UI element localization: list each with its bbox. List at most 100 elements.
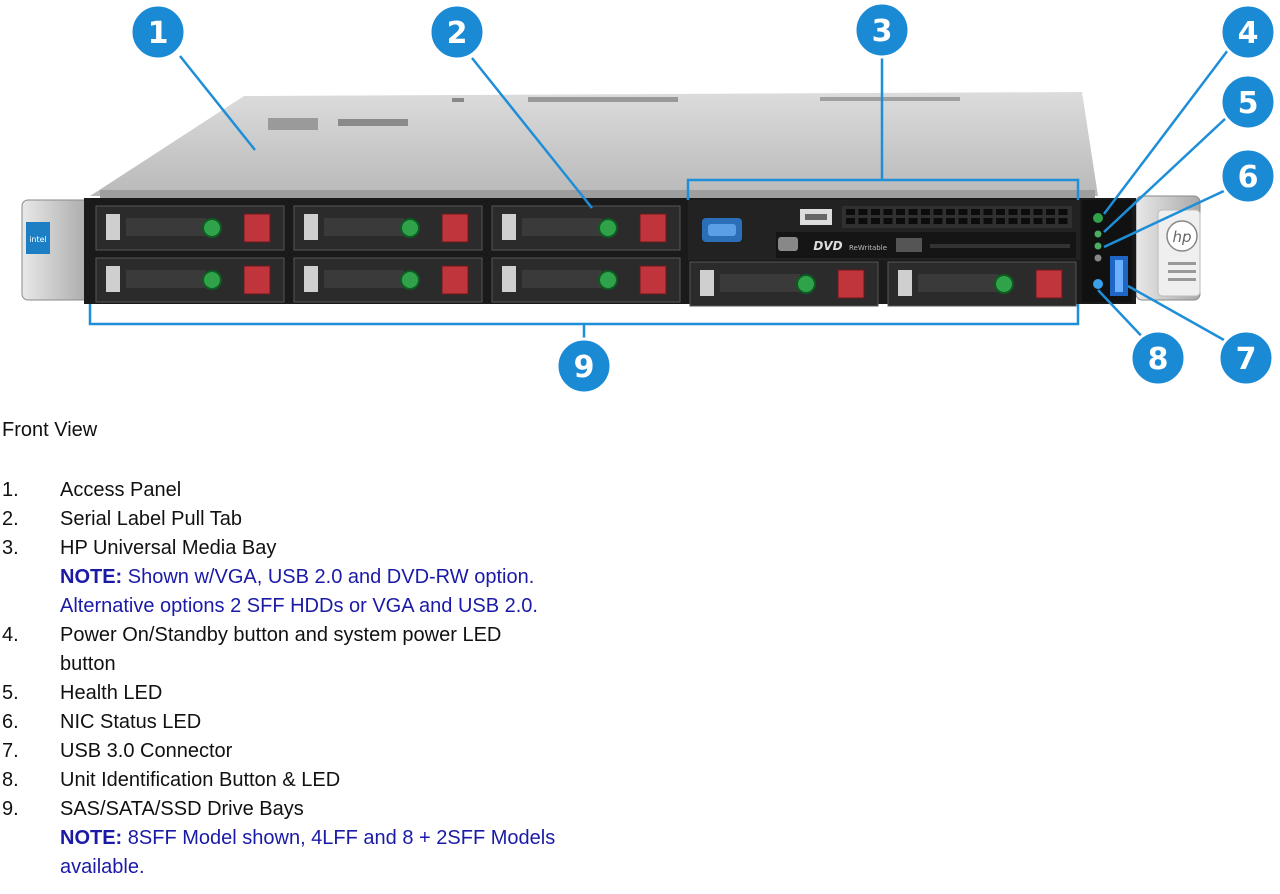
health-led [1094, 230, 1102, 238]
drive-release-button[interactable] [243, 213, 271, 243]
drive-release-button[interactable] [441, 213, 469, 243]
svg-text:3: 3 [872, 14, 893, 49]
callout-4: 4 [1219, 3, 1277, 61]
legend-item-label: SAS/SATA/SSD Drive Bays [60, 798, 304, 820]
legend-item: 5.Health LED [2, 679, 642, 708]
legend-item-label: NIC Status LED [60, 711, 202, 733]
svg-text:5: 5 [1238, 86, 1259, 121]
svg-text:4: 4 [1238, 16, 1259, 51]
legend-item-label: Health LED [60, 682, 163, 704]
drive-release-button[interactable] [837, 269, 865, 299]
legend: Front View 1. Access Panel 2. Serial Label … [2, 418, 642, 882]
callout-9: 9 [555, 337, 613, 395]
drive-bay[interactable] [293, 205, 483, 251]
legend-item-number: 9. [2, 798, 19, 820]
legend-item-note: NOTE: Shown w/VGA, USB 2.0 and DVD-RW op… [60, 563, 642, 592]
callout-6: 6 [1219, 147, 1277, 205]
drive-status-led [400, 218, 420, 238]
svg-text:1: 1 [148, 16, 169, 51]
drive-release-button[interactable] [243, 265, 271, 295]
dvd-drive: DVD ReWritable [776, 232, 1076, 258]
drive-status-led [202, 270, 222, 290]
legend-item-number: 1. [2, 479, 19, 501]
legend-heading: Front View [2, 419, 98, 441]
drive-bay[interactable] [293, 257, 483, 303]
power-button-led[interactable] [1093, 213, 1103, 223]
drive-status-led [994, 274, 1014, 294]
legend-item-note-cont: Alternative options 2 SFF HDDs or VGA an… [60, 595, 538, 617]
drive-bay[interactable] [887, 261, 1077, 307]
drive-bay[interactable] [95, 257, 285, 303]
legend-item: 2. Serial Label Pull Tab [2, 505, 642, 534]
drive-activity-led [1094, 254, 1102, 262]
svg-text:6: 6 [1238, 160, 1259, 195]
drive-release-button[interactable] [1035, 269, 1063, 299]
drive-status-led [400, 270, 420, 290]
callout-markers: 1 2 3 4 5 6 7 8 9 [129, 1, 1277, 395]
note-prefix: NOTE: [60, 827, 123, 849]
legend-item-label: Serial Label Pull Tab [60, 508, 242, 530]
right-rack-ear: hp [1135, 195, 1201, 301]
drive-status-led [202, 218, 222, 238]
drive-bays [95, 205, 1077, 307]
legend-item-label: Access Panel [60, 479, 182, 501]
svg-text:7: 7 [1236, 342, 1257, 377]
media-bay-vents [846, 209, 1068, 224]
drive-release-button[interactable] [639, 213, 667, 243]
legend-item: 6. NIC Status LED [2, 708, 642, 737]
legend-item: 4. Power On/Standby button and system pow… [2, 621, 642, 679]
legend-item-number: 4. [2, 624, 19, 646]
access-panel [90, 92, 1098, 198]
svg-text:DVD: DVD [813, 239, 842, 253]
callout-1: 1 [129, 3, 187, 61]
server-front-diagram: intel hp DVD ReWritable [21, 1, 1277, 395]
legend-item-label-cont: button [60, 653, 116, 675]
drive-release-button[interactable] [639, 265, 667, 295]
universal-media-bay: DVD ReWritable [688, 200, 1080, 260]
svg-text:8: 8 [1148, 342, 1169, 377]
drive-status-led [796, 274, 816, 294]
left-rack-ear: intel [21, 199, 91, 301]
legend-item-note: NOTE: 8SFF Model shown, 4LFF and 8 + 2SF… [60, 824, 642, 853]
legend-item: 1. Access Panel [2, 476, 642, 505]
svg-text:hp: hp [1172, 228, 1191, 246]
callout-3: 3 [853, 1, 911, 59]
legend-item: 8. Unit Identification Button & LED [2, 766, 642, 795]
svg-text:ReWritable: ReWritable [849, 244, 887, 252]
drive-release-button[interactable] [441, 265, 469, 295]
legend-item-number: 8. [2, 769, 19, 791]
svg-text:2: 2 [447, 16, 468, 51]
svg-text:9: 9 [574, 350, 595, 385]
drive-bay[interactable] [491, 205, 681, 251]
legend-item-number: 2. [2, 508, 19, 530]
nic-status-led [1094, 242, 1102, 250]
drive-bay[interactable] [491, 257, 681, 303]
callout-2: 2 [428, 3, 486, 61]
legend-item: 7.USB 3.0 Connector [2, 737, 642, 766]
uid-button[interactable] [1093, 279, 1103, 289]
legend-item-label: Power On/Standby button and system power… [60, 624, 502, 646]
drive-bays-bracket [88, 304, 1080, 326]
callout-5: 5 [1219, 73, 1277, 131]
legend-item-number: 3. [2, 537, 19, 559]
legend-item-label: Unit Identification Button & LED [60, 769, 341, 791]
callout-7: 7 [1217, 329, 1275, 387]
legend-item-note-cont: available. [60, 856, 145, 878]
intel-badge: intel [26, 222, 50, 254]
usb-2-port [800, 209, 832, 225]
drive-bay[interactable] [95, 205, 285, 251]
note-prefix: NOTE: [60, 566, 123, 588]
legend-item-label: USB 3.0 Connector [60, 740, 233, 762]
note-text: 8SFF Model shown, 4LFF and 8 + 2SFF Mode… [122, 827, 556, 849]
usb-3-connector[interactable] [1110, 256, 1128, 296]
hp-logo: hp [1166, 220, 1198, 252]
svg-text:intel: intel [29, 235, 47, 244]
drive-status-led [598, 218, 618, 238]
callout-8: 8 [1129, 329, 1187, 387]
drive-status-led [598, 270, 618, 290]
control-panel [1082, 200, 1132, 302]
drive-bay[interactable] [689, 261, 879, 307]
legend-item-number: 6. [2, 711, 19, 733]
